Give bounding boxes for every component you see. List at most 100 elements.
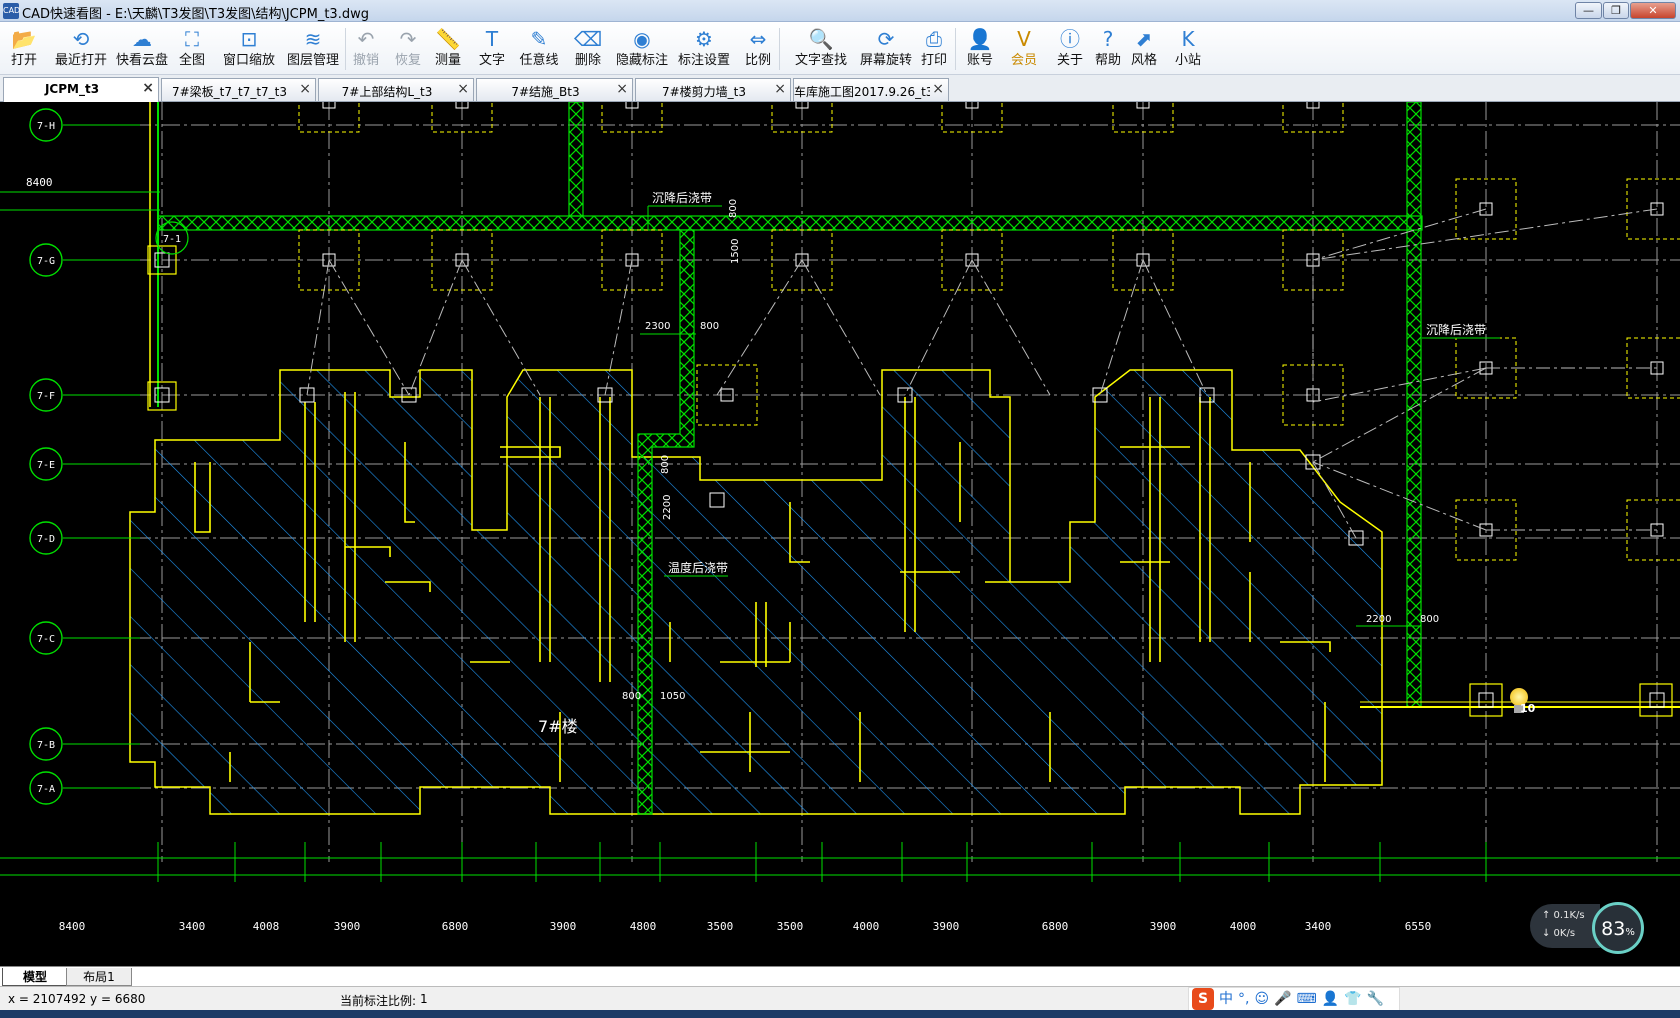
bottom-dimension: 6550 <box>1405 920 1432 933</box>
toolbar-button-12[interactable]: ◉隐藏标注 <box>614 25 670 73</box>
layers-icon: ≋ <box>304 27 322 51</box>
printer-icon: ⎙ <box>926 27 942 51</box>
bottom-dimension: 3900 <box>550 920 577 933</box>
tie-line <box>1312 208 1658 261</box>
column-node <box>709 492 725 508</box>
zoom-window-icon: ⊡ <box>240 27 258 51</box>
toolbar-label: 文字查找 <box>794 53 847 68</box>
ime-item-3[interactable]: ☺ <box>1254 991 1270 1007</box>
os-taskbar <box>0 1010 1680 1018</box>
toolbar-button-16[interactable]: ⟳屏幕旋转 <box>856 25 916 73</box>
ime-item-6[interactable]: 👤 <box>1321 991 1340 1007</box>
toolbar-button-4[interactable]: ⊡窗口缩放 <box>220 25 278 73</box>
column-pad <box>1626 499 1680 561</box>
tab-close-icon[interactable]: × <box>299 81 311 97</box>
toolbar-button-17[interactable]: ⎙打印 <box>916 25 952 73</box>
tab-close-icon[interactable]: × <box>142 80 154 96</box>
rotate-screen-icon: ⟳ <box>877 27 895 51</box>
tab-label: 7#上部结构L_t3 <box>341 85 433 99</box>
ime-item-0[interactable]: S <box>1192 988 1214 1010</box>
column-node <box>1478 692 1494 708</box>
close-button[interactable]: ✕ <box>1630 2 1676 19</box>
tie-line <box>971 259 1051 396</box>
tab-close-icon[interactable]: × <box>616 81 628 97</box>
axis-bubble <box>29 378 63 412</box>
document-tab-4[interactable]: 7#楼剪力墙_t3× <box>635 78 791 101</box>
toolbar-button-11[interactable]: ⌫删除 <box>570 25 606 73</box>
tab-model[interactable]: 模型 <box>2 968 68 986</box>
column-node <box>1650 361 1664 375</box>
document-tab-0[interactable]: JCPM_t3× <box>3 77 159 102</box>
column-node <box>322 253 336 267</box>
toolbar-button-13[interactable]: ⚙标注设置 <box>676 25 732 73</box>
annotation-settlement-band-1: 沉降后浇带 <box>652 191 712 205</box>
column-pad <box>298 102 360 133</box>
toolbar-button-21[interactable]: ?帮助 <box>1090 25 1126 73</box>
toolbar-button-15[interactable]: 🔍文字查找 <box>790 25 852 73</box>
toolbar-button-18[interactable]: 👤账号 <box>962 25 998 73</box>
ime-item-4[interactable]: 🎤 <box>1274 991 1292 1007</box>
redo-icon: ↷ <box>399 27 417 51</box>
column-node <box>965 102 979 109</box>
toolbar-button-8[interactable]: 📏测量 <box>430 25 466 73</box>
ime-item-8[interactable]: 🔧 <box>1366 991 1385 1007</box>
bottom-dimension: 4000 <box>853 920 880 933</box>
shear-wall <box>470 571 960 663</box>
toolbar-button-5[interactable]: ≋ 图层管理 <box>284 25 342 73</box>
fit-extent-icon: ⛶ <box>185 27 199 51</box>
document-tab-5[interactable]: 车库施工图2017.9.26_t3× <box>793 78 949 101</box>
tab-close-icon[interactable]: × <box>774 81 786 97</box>
axis-bubble <box>29 108 63 142</box>
toolbar-button-0[interactable]: 📂打开 <box>4 25 44 73</box>
axis-label: 7-A <box>37 784 55 795</box>
tab-close-icon[interactable]: × <box>932 81 944 97</box>
shear-wall <box>194 462 211 533</box>
ime-item-7[interactable]: 👕 <box>1344 991 1362 1007</box>
tie-line <box>1312 208 1487 261</box>
bottom-dimension: 4008 <box>253 920 280 933</box>
ime-item-1[interactable]: 中 <box>1219 991 1233 1007</box>
column-node <box>1650 523 1664 537</box>
annotation-dim-2200-b: 2200 <box>1366 614 1391 625</box>
tab-layout1[interactable]: 布局1 <box>66 968 132 986</box>
toolbar-button-3[interactable]: ⛶全图 <box>174 25 210 73</box>
document-tab-1[interactable]: 7#梁板_t7_t7_t7_t3× <box>161 78 316 101</box>
toolbar-button-10[interactable]: ✎任意线 <box>516 25 562 73</box>
axis-bubble <box>29 771 63 805</box>
document-tab-2[interactable]: 7#上部结构L_t3 × <box>318 78 474 101</box>
toolbar-label: 小站 <box>1174 53 1201 68</box>
shear-wall <box>599 397 611 682</box>
toolbar-button-1[interactable]: ⟲最近打开 <box>50 25 112 73</box>
tab-close-icon[interactable]: × <box>457 81 469 97</box>
toolbar-label: 标注设置 <box>677 53 730 68</box>
toolbar-button-14[interactable]: ⇔比例 <box>740 25 776 73</box>
maximize-button[interactable]: ❐ <box>1603 2 1629 19</box>
column-node <box>1649 692 1665 708</box>
axis-bubble-71 <box>155 221 189 255</box>
tie-line <box>716 259 803 396</box>
building-foundation-hatch <box>129 369 1383 815</box>
column-pad <box>1112 102 1174 133</box>
toolbar-button-6[interactable]: ↶撤销 <box>348 25 384 73</box>
toolbar-button-7[interactable]: ↷恢复 <box>390 25 426 73</box>
column-pad <box>941 102 1003 133</box>
hint-bulb-icon[interactable]: 10 <box>1506 688 1536 718</box>
document-tab-3[interactable]: 7#结施_Bt3× <box>476 78 633 101</box>
toolbar-button-2[interactable]: ☁快看云盘 <box>114 25 170 73</box>
toolbar-label: 图层管理 <box>286 53 339 68</box>
network-speed-widget[interactable]: ↑ 0.1K/s ↓ 0K/s 83% <box>1530 902 1650 954</box>
column-pad <box>1112 229 1174 291</box>
ime-item-5[interactable]: ⌨ <box>1296 991 1317 1007</box>
minimize-button[interactable]: — <box>1575 2 1602 19</box>
toolbar-button-22[interactable]: ⬈风格 <box>1126 25 1162 73</box>
ime-item-2[interactable]: °, <box>1238 991 1250 1007</box>
column-node <box>322 102 336 109</box>
